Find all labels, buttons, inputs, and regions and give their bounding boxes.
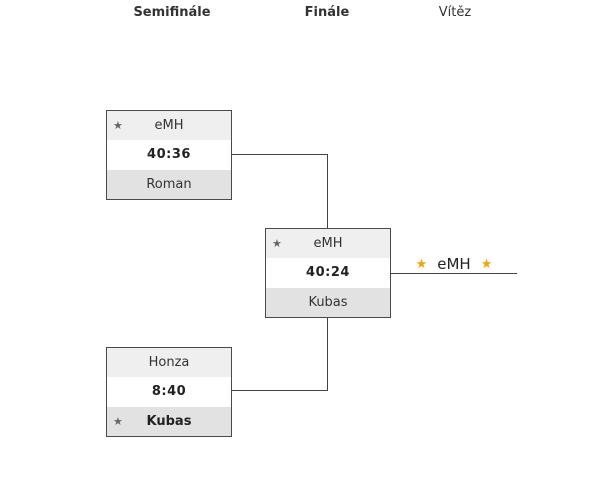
score-text: 8:40 [151, 384, 187, 399]
round-header-winner: Vítěz [438, 5, 472, 20]
match-team-row-winner: ★ eMH [107, 111, 231, 140]
connector-semi-bottom-horizontal [232, 390, 328, 391]
match-team-row-winner: ★ eMH [266, 229, 390, 258]
team-name: eMH [154, 118, 184, 133]
champion-star-icon-left: ★ [415, 257, 428, 272]
match-final: ★ eMH 40:24 Kubas [265, 228, 391, 318]
match-team-row: Kubas [266, 288, 390, 317]
score-text: 40:24 [306, 265, 350, 280]
connector-semi-bottom-vertical [327, 318, 328, 391]
team-name: Kubas [308, 295, 348, 310]
champion-star-icon-right: ★ [480, 257, 493, 272]
match-semifinal-top: ★ eMH 40:36 Roman [106, 110, 232, 200]
team-name: Roman [146, 177, 192, 192]
match-score: 40:24 [266, 258, 390, 288]
connector-final-to-winner [391, 273, 517, 274]
team-name: Kubas [146, 414, 192, 429]
match-team-row: Roman [107, 170, 231, 199]
match-score: 8:40 [107, 377, 231, 407]
match-semifinal-bottom: Honza 8:40 ★ Kubas [106, 347, 232, 437]
match-team-row-winner: ★ Kubas [107, 407, 231, 436]
match-score: 40:36 [107, 140, 231, 170]
star-icon: ★ [272, 237, 282, 250]
star-icon: ★ [113, 119, 123, 132]
match-team-row: Honza [107, 348, 231, 377]
team-name: eMH [313, 236, 343, 251]
champion: ★ eMH ★ [392, 254, 516, 274]
connector-semi-top-horizontal [232, 154, 328, 155]
round-header-final: Finále [304, 5, 350, 20]
team-name: Honza [148, 355, 190, 370]
star-icon: ★ [113, 415, 123, 428]
connector-semi-top-vertical [327, 154, 328, 229]
champion-name: eMH [437, 255, 471, 273]
score-text: 40:36 [147, 147, 191, 162]
round-header-semifinal: Semifinále [133, 5, 211, 20]
